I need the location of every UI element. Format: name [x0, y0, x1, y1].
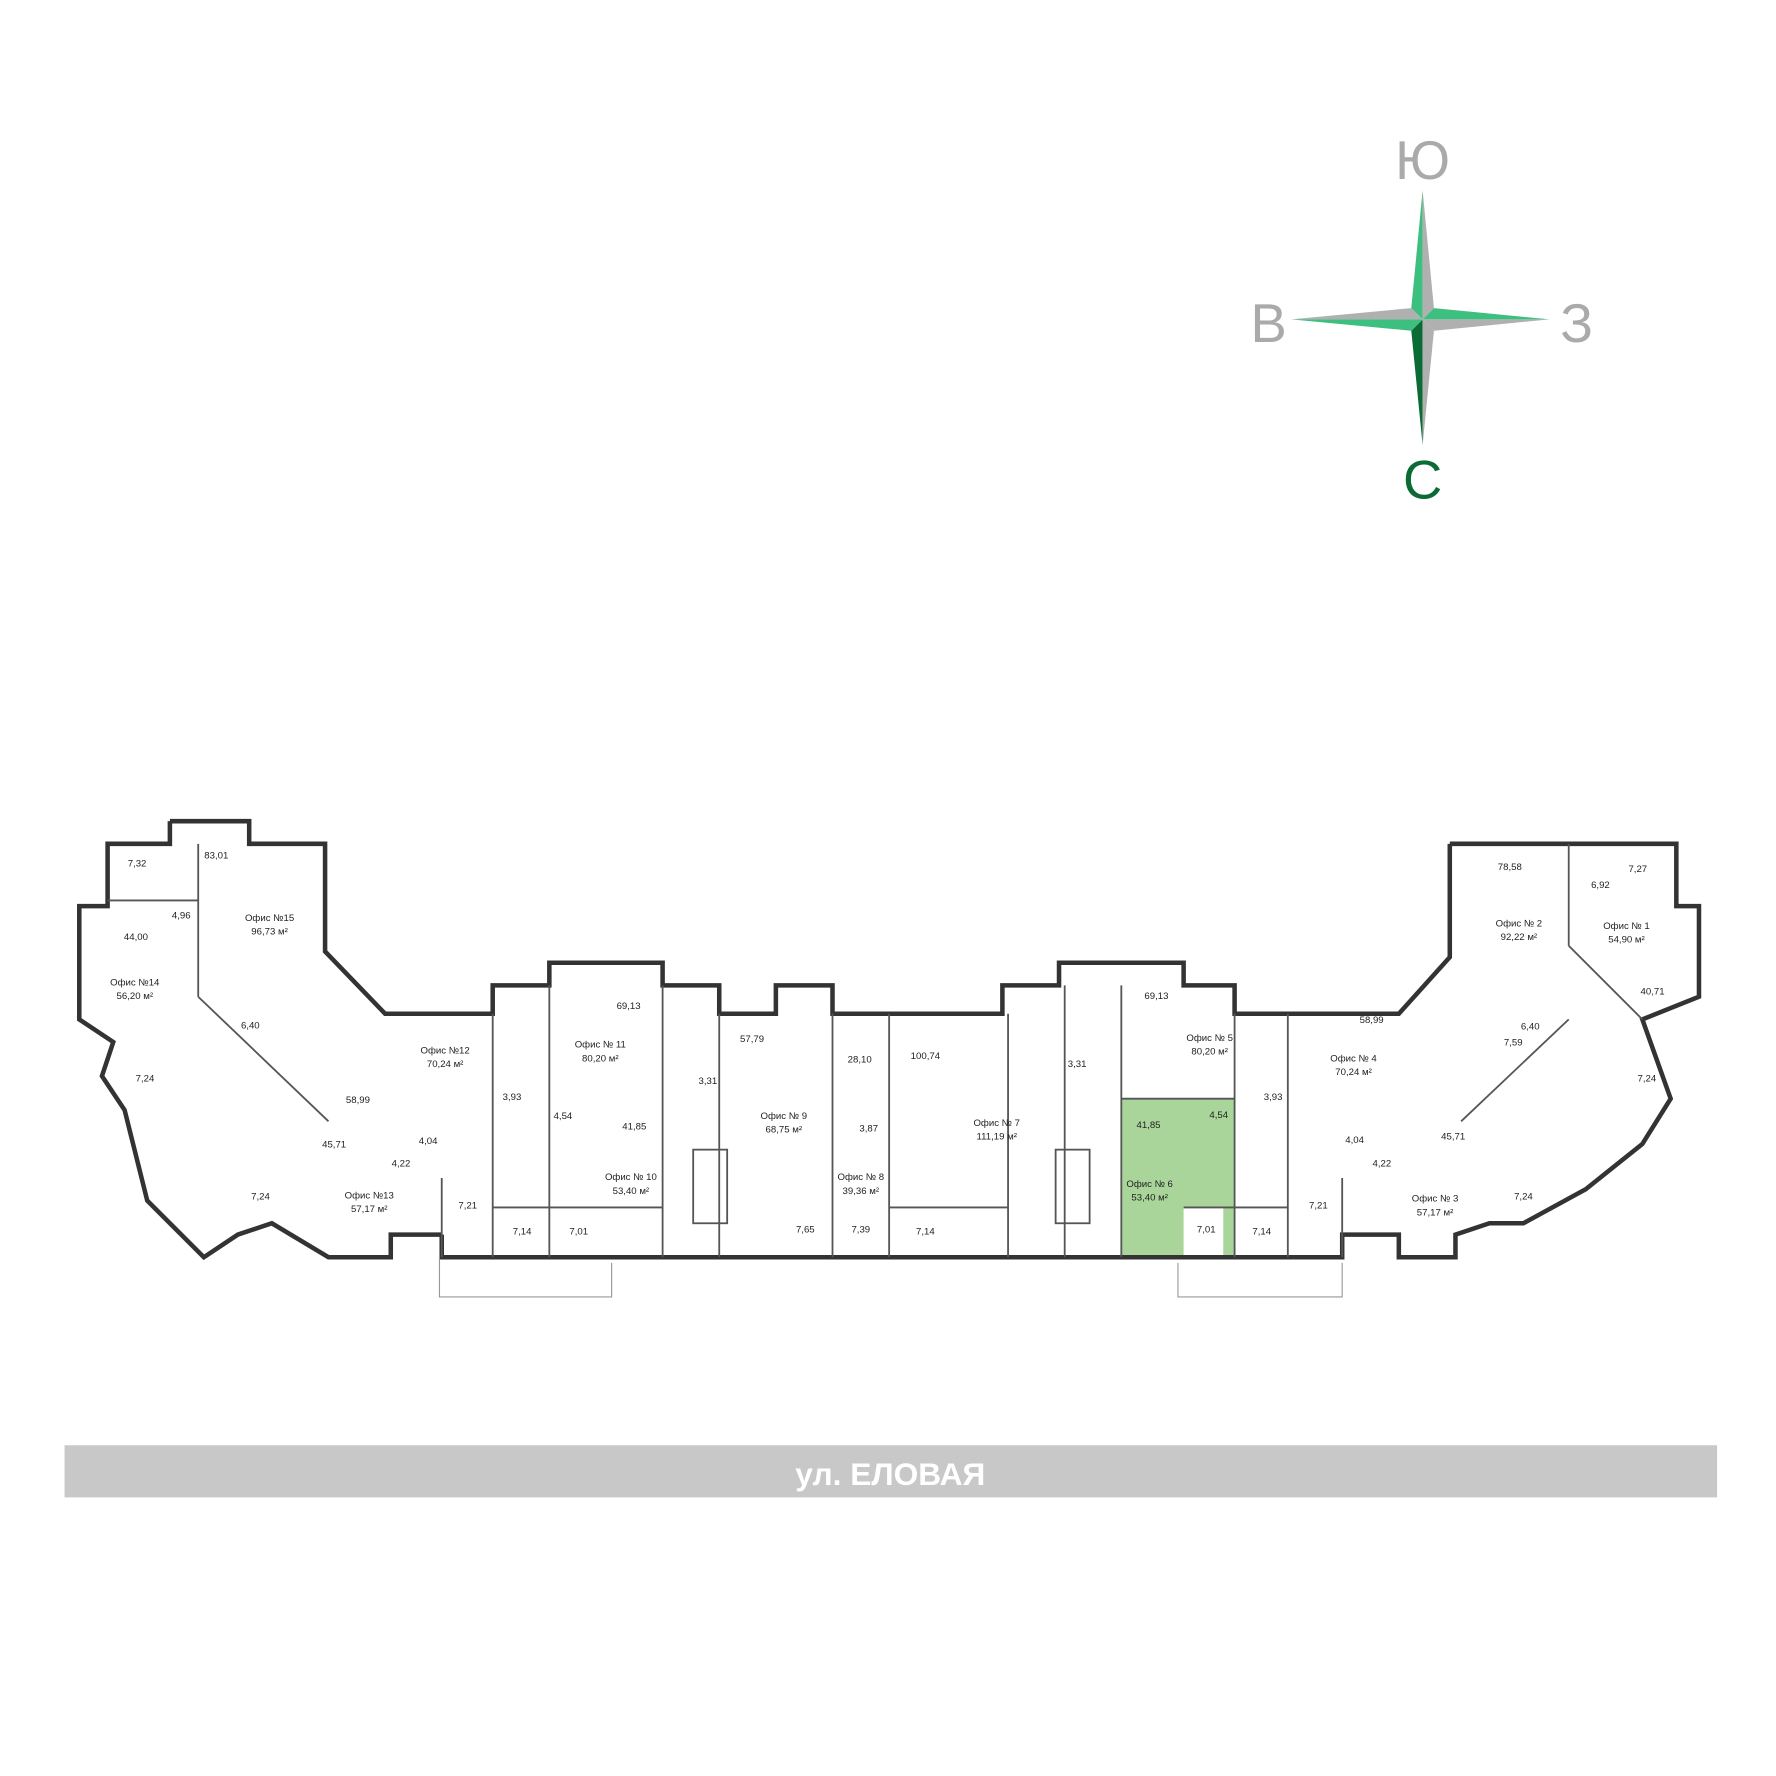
office-name: Офис № 7: [973, 1118, 1020, 1129]
office-area: 80,20 м²: [1191, 1047, 1228, 1058]
room-area: 7,65: [796, 1224, 815, 1235]
room-area: 7,01: [569, 1227, 588, 1238]
room-area: 3,93: [503, 1092, 522, 1103]
office-area: 53,40 м²: [613, 1186, 650, 1197]
room-area: 7,59: [1504, 1037, 1523, 1048]
room-area: 4,04: [419, 1136, 438, 1147]
room-area: 4,54: [1209, 1110, 1228, 1121]
room-area: 45,71: [322, 1139, 346, 1150]
room-area: 6,40: [241, 1020, 260, 1031]
office-area: 54,90 м²: [1608, 934, 1645, 945]
office-name: Офис № 3: [1412, 1194, 1459, 1205]
office-name: Офис №12: [421, 1045, 470, 1056]
room-area: 7,24: [1638, 1074, 1657, 1085]
office-area: 111,19 м²: [977, 1131, 1018, 1142]
room-area: 3,31: [1068, 1059, 1087, 1070]
office-6-highlight[interactable]: [1121, 1098, 1235, 1255]
compass-east-label: В: [1250, 293, 1286, 354]
room-area: 83,01: [204, 851, 228, 862]
room-area: 7,39: [851, 1224, 870, 1235]
compass-arm-east-bottom: [1291, 319, 1423, 331]
compass-arm-south-right: [1422, 190, 1434, 320]
office-area: 92,22 м²: [1501, 932, 1538, 943]
compass-rose: Ю В З С: [1250, 130, 1593, 510]
room-area: 4,22: [392, 1159, 411, 1170]
room-area: 4,04: [1345, 1135, 1364, 1146]
compass-arm-north-left: [1411, 319, 1423, 446]
room-area: 41,85: [1136, 1120, 1160, 1131]
room-area: 40,71: [1641, 986, 1665, 997]
office-labels: Офис №15 96,73 м² Офис №14 56,20 м² Офис №…: [110, 913, 1650, 1218]
street-label: ул. ЕЛОВАЯ: [795, 1456, 985, 1492]
room-area: 58,99: [1360, 1015, 1384, 1026]
compass-arm-west-top: [1422, 308, 1550, 320]
room-area: 6,92: [1591, 880, 1610, 891]
room-area: 7,14: [916, 1227, 935, 1238]
office-name: Офис № 4: [1330, 1053, 1377, 1064]
room-area: 100,74: [911, 1051, 941, 1062]
room-area: 7,24: [251, 1191, 270, 1202]
room-area: 45,71: [1441, 1131, 1465, 1142]
office-name: Офис № 5: [1186, 1033, 1233, 1044]
compass-south-label: Ю: [1395, 130, 1450, 191]
office-area: 57,17 м²: [351, 1204, 388, 1215]
office-name: Офис № 9: [761, 1111, 808, 1122]
office-area: 96,73 м²: [251, 926, 288, 937]
room-area: 7,14: [513, 1227, 532, 1238]
room-area: 57,79: [740, 1034, 764, 1045]
office-area: 57,17 м²: [1417, 1207, 1454, 1218]
room-area: 4,96: [172, 911, 191, 922]
room-area: 7,24: [136, 1074, 155, 1085]
room-area: 4,54: [554, 1111, 573, 1122]
office-area: 70,24 м²: [427, 1059, 464, 1070]
room-area: 7,27: [1628, 864, 1647, 875]
room-area: 6,40: [1521, 1022, 1540, 1033]
room-area: 7,01: [1197, 1224, 1216, 1235]
room-area: 69,13: [1144, 991, 1168, 1002]
compass-arm-east-top: [1291, 308, 1423, 320]
compass-arm-south-left: [1411, 190, 1423, 320]
office-name: Офис № 2: [1496, 919, 1543, 930]
room-area: 3,87: [859, 1124, 878, 1135]
office-name: Офис №15: [245, 913, 294, 924]
office-name: Офис №14: [110, 977, 160, 988]
office-name: Офис № 10: [605, 1172, 657, 1183]
room-area: 7,21: [1309, 1201, 1328, 1212]
room-area: 7,21: [458, 1201, 477, 1212]
room-area: 7,14: [1252, 1227, 1271, 1238]
compass-west-label: З: [1560, 293, 1593, 354]
office-area: 80,20 м²: [582, 1053, 619, 1064]
office-name: Офис № 8: [838, 1172, 885, 1183]
office-name: Офис № 11: [575, 1040, 626, 1051]
room-area: 7,24: [1514, 1191, 1533, 1202]
compass-arm-west-bottom: [1422, 319, 1550, 331]
room-area: 28,10: [848, 1054, 872, 1065]
compass-north-label: С: [1403, 449, 1442, 510]
office-area: 53,40 м²: [1131, 1193, 1168, 1204]
room-area: 7,32: [128, 858, 147, 869]
room-labels: 7,32 83,01 4,96 44,00 6,40 7,24 58,99 3,…: [124, 851, 1665, 1238]
office-name: Офис №13: [345, 1190, 394, 1201]
room-area: 3,31: [699, 1076, 718, 1087]
office-name: Офис № 1: [1603, 921, 1650, 932]
compass-arm-north-right: [1422, 319, 1434, 446]
room-area: 41,85: [622, 1121, 646, 1132]
office-area: 39,36 м²: [843, 1186, 880, 1197]
office-area: 68,75 м²: [766, 1125, 803, 1136]
room-area: 4,22: [1372, 1159, 1391, 1170]
street-bar: [64, 1445, 1718, 1498]
building-walls: [77, 818, 1702, 1298]
office-name: Офис № 6: [1126, 1179, 1173, 1190]
room-area: 78,58: [1498, 862, 1522, 873]
room-area: 3,93: [1264, 1092, 1283, 1103]
room-area: 58,99: [346, 1095, 370, 1106]
office-area: 70,24 м²: [1335, 1067, 1372, 1078]
office-area: 56,20 м²: [117, 991, 154, 1002]
room-area: 69,13: [617, 1001, 641, 1012]
room-area: 44,00: [124, 932, 148, 943]
